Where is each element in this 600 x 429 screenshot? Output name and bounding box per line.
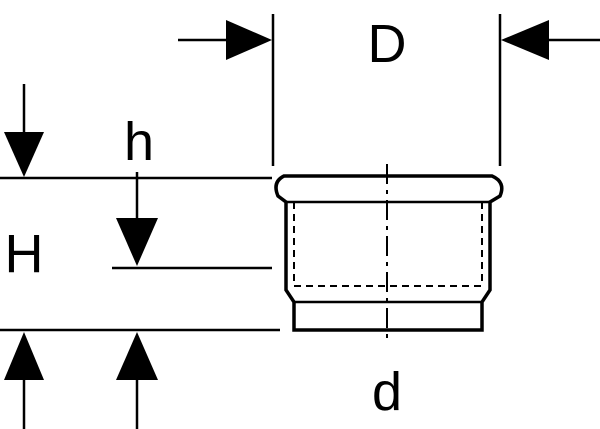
depth-bottom-arrowhead — [116, 332, 158, 380]
outer-diameter-label: D — [368, 14, 407, 74]
total-height-dimension: H — [4, 84, 44, 429]
outer-diameter-dimension: D — [178, 14, 600, 166]
socket-depth-dimension: h — [116, 112, 158, 429]
right-arrowhead — [501, 20, 549, 60]
inner-diameter-label: d — [372, 362, 402, 422]
socket-depth-label: h — [124, 112, 154, 172]
depth-top-arrowhead — [116, 218, 158, 266]
pipe-socket-part — [274, 164, 504, 340]
left-arrowhead — [226, 20, 272, 60]
socket-outline — [274, 174, 504, 332]
top-arrowhead — [4, 132, 44, 177]
total-height-label: H — [5, 224, 44, 284]
bottom-arrowhead — [4, 332, 44, 380]
